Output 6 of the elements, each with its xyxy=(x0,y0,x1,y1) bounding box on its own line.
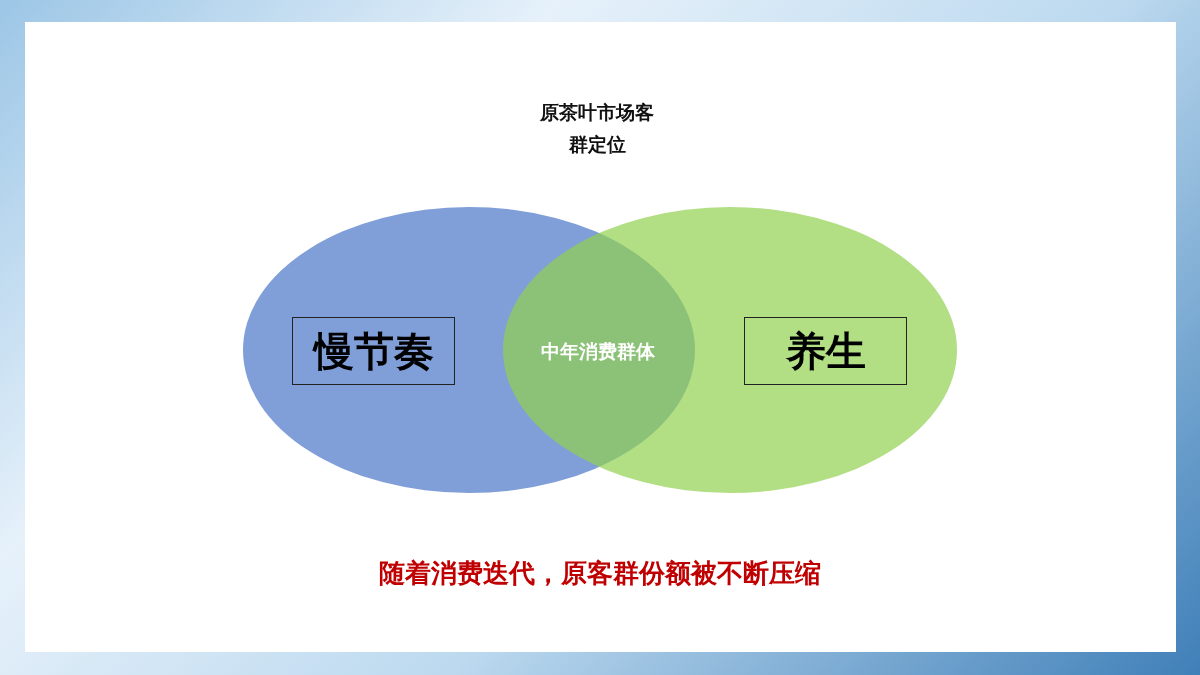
venn-ellipse xyxy=(503,207,957,493)
overlap-label: 中年消费群体 xyxy=(505,330,690,374)
diagram-title: 原茶叶市场客群定位 xyxy=(539,100,655,157)
label-box: 养生 xyxy=(744,317,907,385)
label-box: 慢节奏 xyxy=(292,317,455,385)
caption-text: 随着消费迭代，原客群份额被不断压缩 xyxy=(378,557,822,590)
